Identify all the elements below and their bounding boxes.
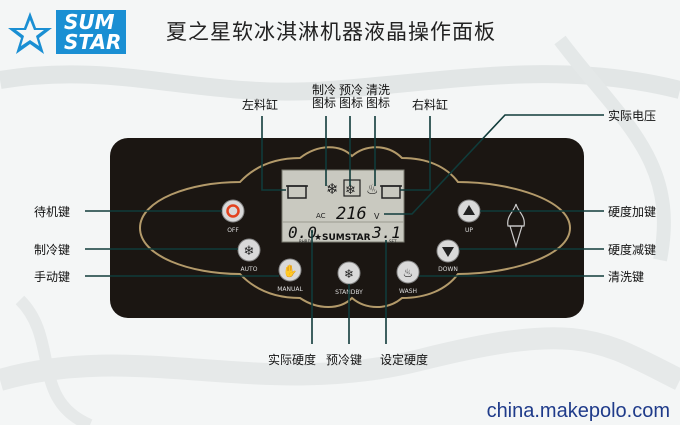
label-right-tank: 右料缸 [412, 98, 449, 112]
label-precool-key: 预冷键 [326, 353, 363, 367]
lcd-actual-hardness: 0.0 [288, 223, 317, 242]
ice-cream-icon [507, 203, 525, 249]
panel-ornament [138, 146, 572, 308]
lcd-screen [281, 169, 405, 243]
page-title: 夏之星软冰淇淋机器液晶操作面板 [166, 20, 496, 44]
label-precool-icon: 预冷 图标 [339, 84, 363, 110]
precool-icon: ❄ [344, 267, 354, 281]
callout-lines [85, 114, 604, 344]
label-wash-icon-line1: 清洗 [366, 83, 391, 97]
lcd-set-hardness: 3.1 [371, 223, 401, 242]
label-hardness-up-key: 硬度加键 [608, 205, 657, 219]
up-button[interactable]: UP [457, 199, 481, 234]
auto-button[interactable]: ❄ AUTO [237, 238, 261, 273]
wash-button[interactable]: ♨ WASH [396, 260, 420, 295]
label-cooling-icon-line1: 制冷 [312, 83, 337, 97]
lcd-voltage-value: 216 [336, 204, 367, 224]
arrow-down-icon [442, 247, 454, 257]
label-cooling-key: 制冷键 [34, 243, 71, 257]
down-button[interactable]: DOWN [436, 239, 460, 273]
lcd-voltage-unit: V [374, 212, 380, 221]
label-left-tank: 左料缸 [242, 98, 279, 112]
up-button-label: UP [465, 227, 473, 234]
label-cooling-icon-line2: 图标 [312, 96, 337, 110]
down-button-label: DOWN [438, 266, 458, 273]
label-wash-icon: 清洗 图标 [366, 84, 390, 110]
label-wash-key: 清洗键 [608, 270, 645, 284]
manual-button[interactable]: ✋ MANUAL [277, 258, 303, 293]
logo: SUM STAR [56, 10, 126, 54]
manual-button-label: MANUAL [277, 286, 303, 293]
lcd-brand: SUMSTAR [322, 233, 371, 243]
lcd-voltage-label: AC [316, 212, 326, 220]
hand-icon: ✋ [283, 264, 298, 278]
lcd-snowflake-icon: ❄ [326, 180, 339, 198]
label-cooling-icon: 制冷 图标 [312, 84, 336, 110]
lcd-right-tank-icon [380, 185, 402, 199]
arrow-up-icon [463, 205, 475, 215]
auto-button-label: AUTO [241, 266, 258, 273]
label-precool-icon-line1: 预冷 [339, 83, 364, 97]
logo-text-line2: STAR [64, 30, 122, 54]
label-set-hardness: 设定硬度 [380, 353, 429, 367]
lcd-precool-icon: ❄ [345, 183, 356, 198]
wash-icon: ♨ [403, 266, 414, 280]
snowflake-icon: ❄ [244, 244, 255, 259]
logo-text-line1: SUM [64, 10, 115, 34]
lcd-brand-star-icon: ★ [314, 233, 322, 243]
lcd-wash-icon: ♨ [366, 182, 379, 198]
wash-button-label: WASH [399, 288, 417, 295]
label-manual-key: 手动键 [34, 270, 71, 284]
label-actual-hardness: 实际硬度 [268, 353, 317, 367]
label-hardness-down-key: 硬度减键 [608, 243, 657, 257]
label-wash-icon-line2: 图标 [366, 96, 391, 110]
label-standby-key: 待机键 [34, 205, 71, 219]
lcd-set-hardness-sub: SET [389, 239, 397, 244]
lcd-left-tank-icon [286, 185, 308, 199]
watermark: china.makepolo.com [486, 400, 670, 422]
lcd-actual-hardness-sub: RHRD [299, 239, 311, 244]
label-precool-icon-line2: 图标 [339, 96, 364, 110]
off-button-label: OFF [227, 227, 239, 234]
label-voltage: 实际电压 [608, 109, 657, 123]
logo-star-icon [8, 12, 52, 54]
